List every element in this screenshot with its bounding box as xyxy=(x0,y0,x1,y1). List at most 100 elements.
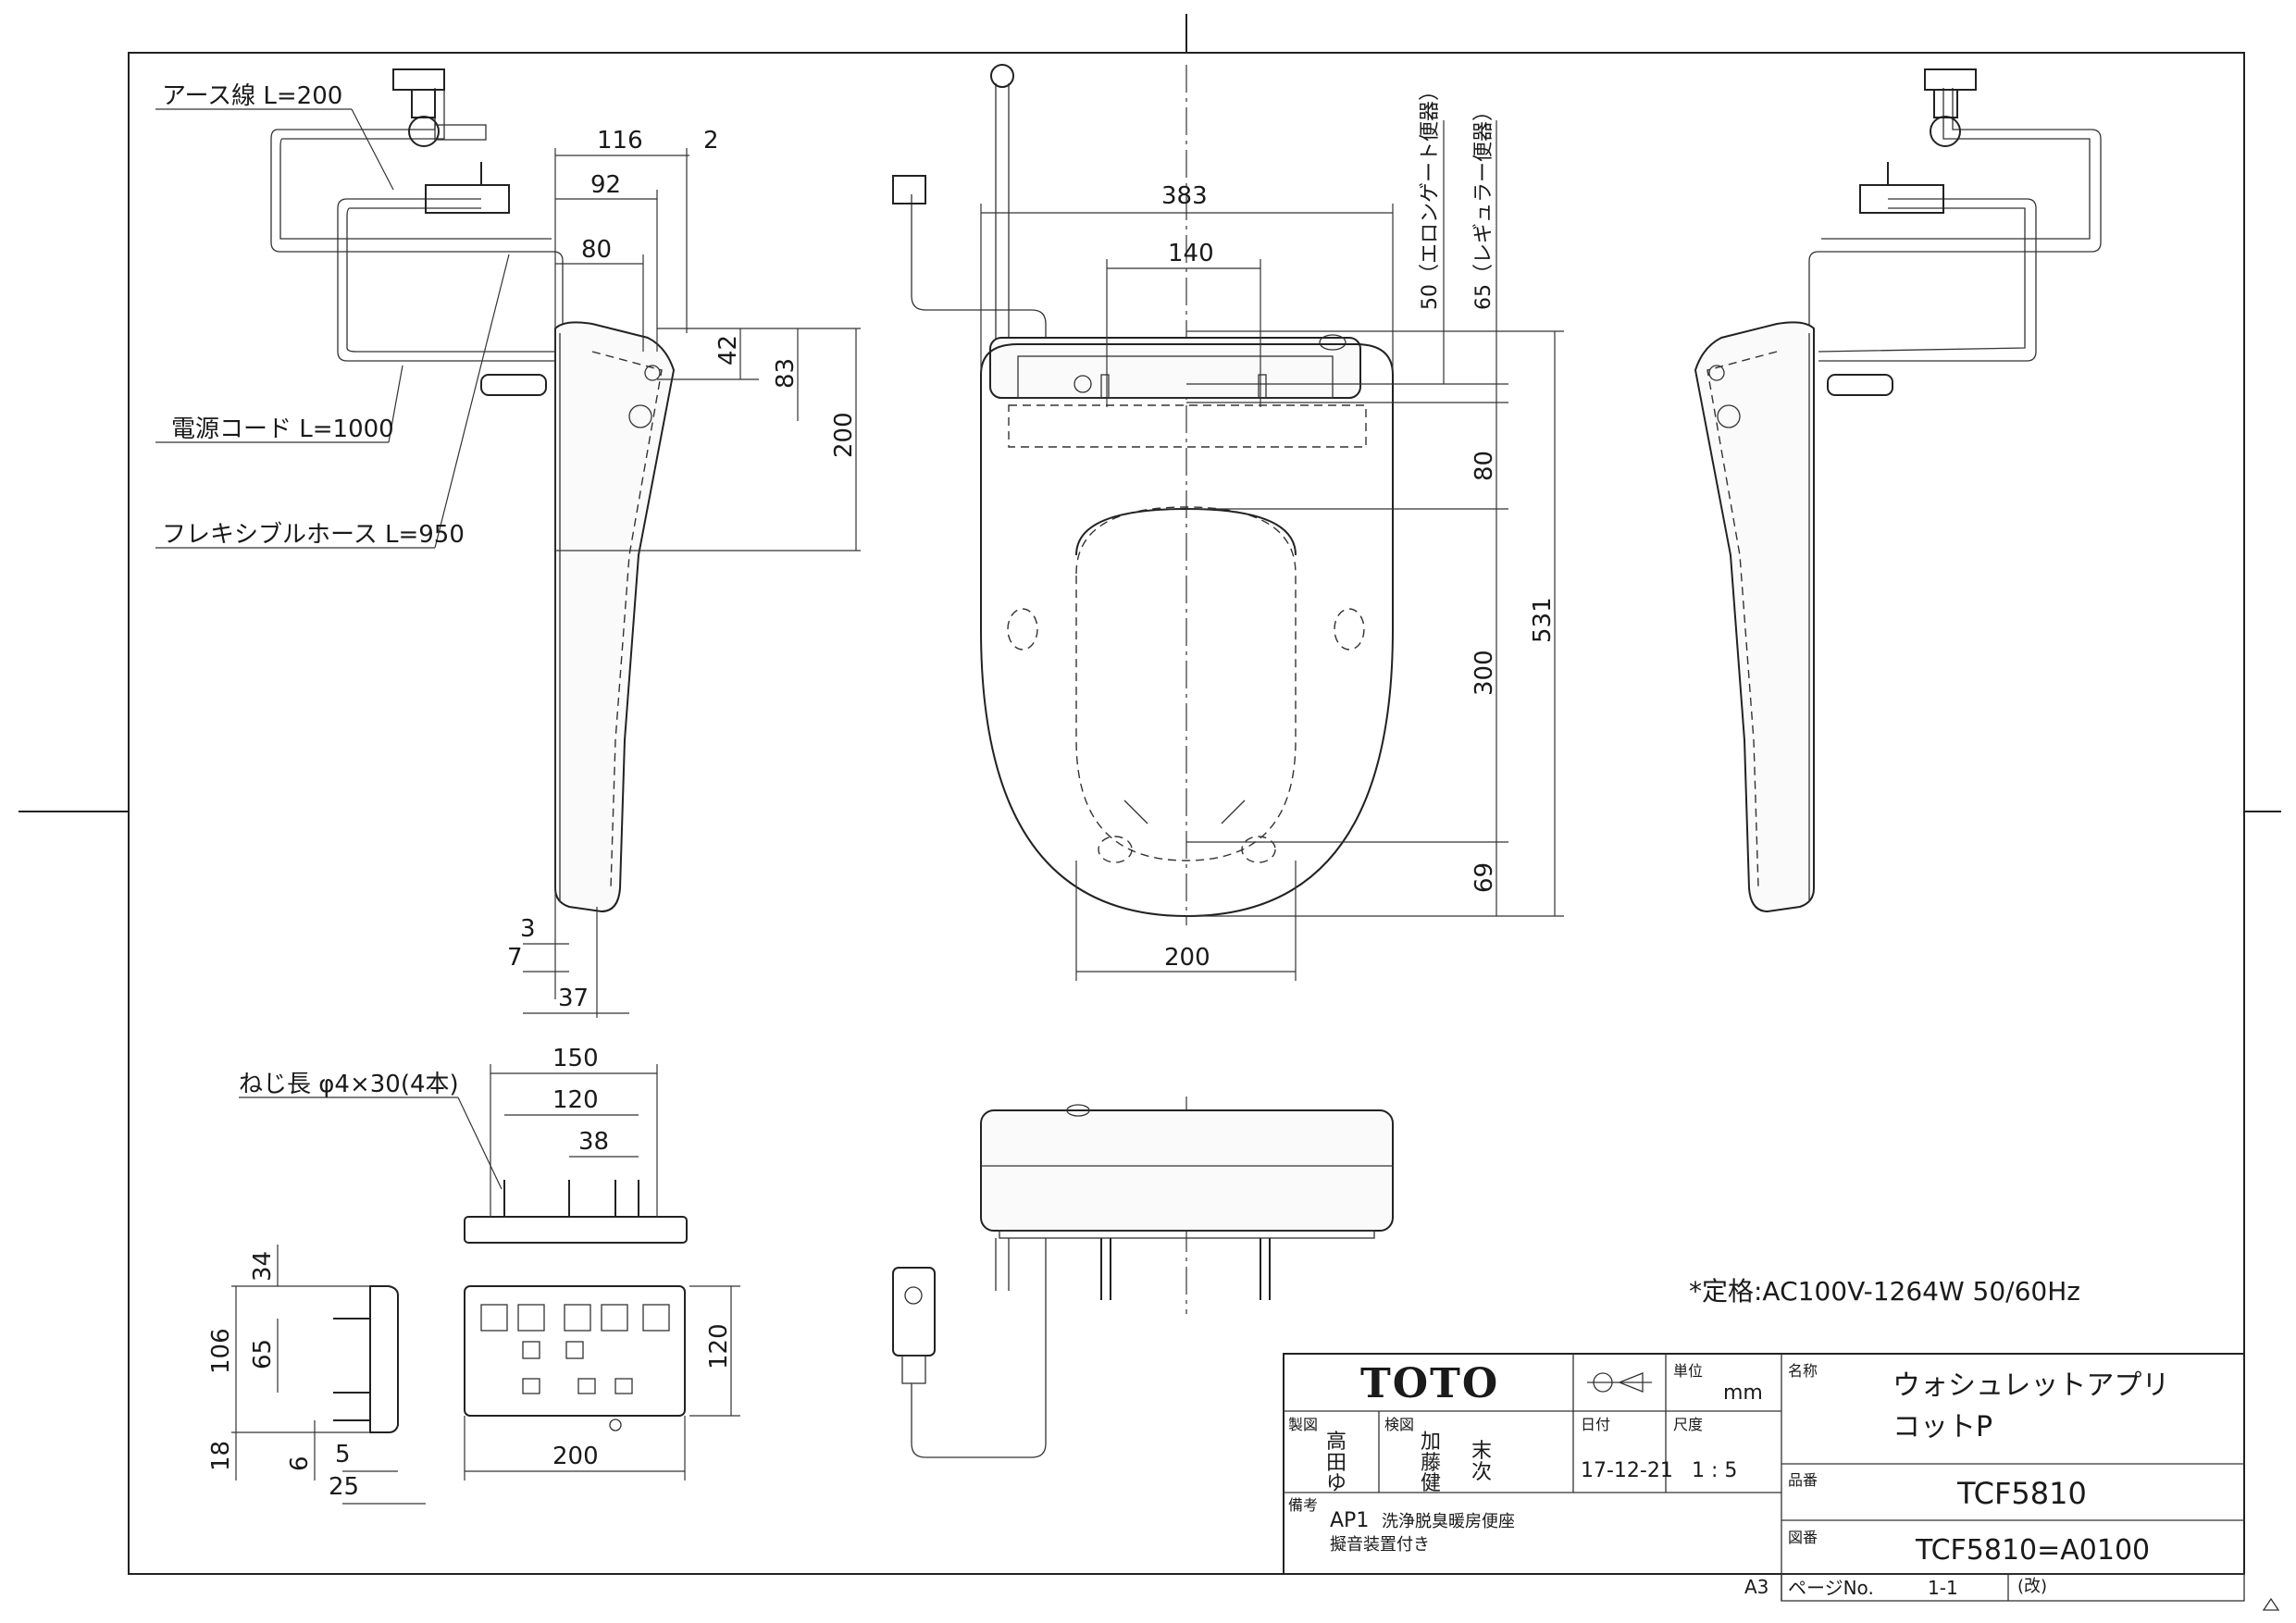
control-box-panel xyxy=(1017,355,1334,399)
mounting-plate xyxy=(239,1064,688,1244)
annotation-text: アース線 L=200 電源コード L=1000 フレキシブルホース L=950 … xyxy=(162,81,2169,1599)
tb-checked-2a: 末 xyxy=(1471,1440,1492,1463)
hose-inner xyxy=(279,88,552,240)
tb-name-line2: コットP xyxy=(1893,1411,1992,1443)
hinge-hole-r2 xyxy=(1717,404,1741,428)
tb-page-row xyxy=(1781,1573,2245,1602)
nozzle-left xyxy=(1098,836,1133,863)
seat-body-side xyxy=(554,321,676,913)
plate-body xyxy=(464,1216,688,1244)
remote-screw xyxy=(609,1419,622,1431)
seat-hinge-area xyxy=(1008,404,1367,448)
tb-page-value: 1-1 xyxy=(1928,1577,1958,1599)
label-regular: 65（レギュラー便器） xyxy=(1472,101,1496,310)
dim-116: 116 xyxy=(597,127,643,155)
tb-unit-value: mm xyxy=(1723,1381,1763,1405)
tb-page-label: ページNo. xyxy=(1788,1577,1874,1599)
controller-plug xyxy=(901,1355,926,1384)
dim-531: 531 xyxy=(1529,597,1557,643)
hose-inner-r xyxy=(1821,88,2091,240)
dim-42: 42 xyxy=(714,335,742,365)
plug-top xyxy=(892,175,926,204)
tb-drawing-no: TCF5810=A0100 xyxy=(1915,1534,2150,1567)
dim-140: 140 xyxy=(1168,240,1214,267)
dim-106: 106 xyxy=(207,1328,235,1374)
tb-sheet-size: A3 xyxy=(1744,1576,1769,1598)
label-rating: *定格:AC100V-1264W 50/60Hz xyxy=(1689,1276,2080,1307)
label-flex-hose: フレキシブルホース L=950 xyxy=(162,521,465,549)
remote-btn-1[interactable] xyxy=(480,1304,508,1332)
leader-cord-2 xyxy=(388,365,403,443)
remote-btn-2[interactable] xyxy=(517,1304,545,1332)
front-base xyxy=(999,1230,1375,1239)
seat-opening xyxy=(1075,506,1297,861)
remote-btn-7[interactable] xyxy=(565,1341,584,1359)
dim-300: 300 xyxy=(1471,650,1498,696)
hose-coupling xyxy=(480,374,547,396)
dim-18: 18 xyxy=(207,1441,235,1471)
valve-stem-r xyxy=(1933,89,1958,118)
remote-btn-8[interactable] xyxy=(522,1378,540,1394)
top-view-dims xyxy=(980,120,1564,981)
tb-checked-2b: 次 xyxy=(1471,1461,1492,1484)
hose-outer xyxy=(270,88,564,342)
plug-right xyxy=(1859,184,1944,214)
dim-150: 150 xyxy=(552,1045,599,1072)
dim-92: 92 xyxy=(590,171,621,199)
remote-btn-4[interactable] xyxy=(601,1304,628,1332)
tb-date-value: 17-12-21 xyxy=(1581,1459,1673,1482)
front-controller[interactable] xyxy=(892,1267,936,1357)
slot-2 xyxy=(1258,374,1267,399)
dim-120-rem: 120 xyxy=(705,1323,733,1369)
valve-stem xyxy=(411,89,436,118)
label-earth-wire: アース線 L=200 xyxy=(162,82,342,110)
dim-83: 83 xyxy=(772,358,800,389)
dim-69: 69 xyxy=(1471,862,1498,893)
valve-nut-r xyxy=(1930,116,1961,147)
remote-side xyxy=(231,1245,426,1505)
tb-scale-label: 尺度 xyxy=(1673,1416,1703,1433)
hinge-hole-r1 xyxy=(1708,365,1725,381)
bumper-right xyxy=(1334,608,1365,650)
foot-right xyxy=(1221,799,1246,824)
cord-inner xyxy=(346,207,555,353)
remote-btn-9[interactable] xyxy=(577,1378,596,1394)
hose-outer-r xyxy=(1808,88,2102,342)
dim-34: 34 xyxy=(249,1251,277,1282)
valve-outlet xyxy=(434,124,487,141)
tb-name-label: 名称 xyxy=(1788,1362,1818,1380)
tb-name-line1: ウォシュレットアプリ xyxy=(1893,1369,2169,1402)
dim-25: 25 xyxy=(329,1473,359,1501)
cord-outer-r xyxy=(1818,198,2037,362)
front-view xyxy=(892,1096,1394,1458)
remote-btn-5[interactable] xyxy=(642,1304,670,1332)
control-knob xyxy=(1074,375,1092,393)
dim-5: 5 xyxy=(335,1441,351,1468)
tb-product-no: TCF5810 xyxy=(1956,1476,2087,1511)
remote-btn-6[interactable] xyxy=(522,1341,540,1359)
seat-outline xyxy=(980,343,1394,918)
valve-body xyxy=(392,68,445,91)
tb-rev-label: (改) xyxy=(2017,1577,2047,1596)
remote-btn-3[interactable] xyxy=(564,1304,591,1332)
cord-inner-r xyxy=(1818,207,2026,353)
tb-checked-1c: 健 xyxy=(1421,1472,1441,1495)
tb-drawn-1: 高 xyxy=(1326,1431,1347,1454)
tb-product-no-label: 品番 xyxy=(1788,1471,1818,1489)
dim-2: 2 xyxy=(703,127,719,155)
tb-drawn-3: ゆ xyxy=(1326,1472,1347,1495)
front-bump xyxy=(1066,1104,1090,1117)
dim-80-top: 80 xyxy=(1471,451,1498,481)
controller-button[interactable] xyxy=(904,1286,923,1305)
tb-checked-label: 検図 xyxy=(1384,1416,1414,1433)
front-body xyxy=(980,1109,1394,1232)
dim-200-top: 200 xyxy=(1164,944,1210,972)
tb-unit-label: 単位 xyxy=(1673,1362,1703,1380)
tb-drawn-label: 製図 xyxy=(1288,1416,1318,1433)
dim-37: 37 xyxy=(558,985,589,1012)
remote-front xyxy=(464,1285,740,1481)
tb-remarks-line2: 擬音装置付き xyxy=(1330,1535,1430,1555)
remote-btn-10[interactable] xyxy=(614,1378,633,1394)
dim-200-rem: 200 xyxy=(552,1443,599,1470)
